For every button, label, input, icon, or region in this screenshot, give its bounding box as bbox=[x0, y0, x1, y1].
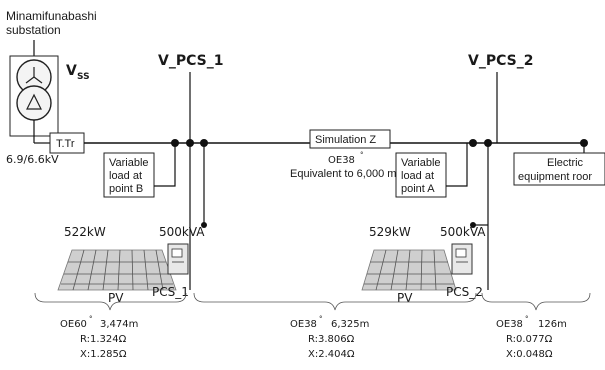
voltage-label: 6.9/6.6kV bbox=[6, 153, 59, 166]
segment-3-brace bbox=[481, 292, 591, 311]
segment-1-brace bbox=[34, 292, 187, 311]
equivalent-label: Equivalent to 6,000 m bbox=[290, 168, 396, 180]
ttr-label: T.Tr bbox=[56, 138, 75, 150]
svg-text:V: V bbox=[66, 63, 77, 79]
pv-panel-2-icon bbox=[361, 249, 457, 291]
simulation-z-box bbox=[309, 129, 391, 149]
seg-2-cable: OE38 bbox=[290, 319, 317, 330]
simulation-z-label: Simulation Z bbox=[315, 134, 376, 146]
electric-room-line2: equipment roor bbox=[518, 171, 592, 183]
pv-panel-1-icon bbox=[57, 249, 177, 291]
load-a-wire bbox=[446, 143, 468, 187]
seg-1-degree: ° bbox=[89, 315, 93, 323]
load-b-line3: point B bbox=[109, 183, 143, 195]
vss-label: V SS bbox=[66, 63, 90, 82]
pv-2-kw: 529kW bbox=[369, 225, 411, 239]
pcs-1-label: PCS_1 bbox=[152, 285, 189, 299]
seg-1-length: 3,474m bbox=[100, 319, 138, 330]
node-load-a bbox=[469, 139, 477, 147]
seg-3-cable: OE38 bbox=[496, 319, 523, 330]
v-pcs-1-label: V_PCS_1 bbox=[158, 53, 223, 69]
seg-2-length: 6,325m bbox=[331, 319, 369, 330]
substation-transformer-icon bbox=[9, 40, 59, 143]
pv-2-kva: 500kVA bbox=[440, 225, 486, 239]
pcs-1-icon bbox=[167, 243, 189, 275]
load-b-box bbox=[103, 152, 155, 198]
pcs-2-label: PCS_2 bbox=[446, 285, 483, 299]
pv-1-kw: 522kW bbox=[64, 225, 106, 239]
pv-2-label: PV bbox=[397, 291, 413, 305]
seg-2-x: X:2.404Ω bbox=[308, 349, 355, 360]
load-a-line3: point A bbox=[401, 183, 435, 195]
oe38-sim-degree: ° bbox=[360, 151, 364, 159]
seg-3-degree: ° bbox=[525, 315, 529, 323]
seg-1-x: X:1.285Ω bbox=[80, 349, 127, 360]
svg-text:SS: SS bbox=[77, 72, 90, 82]
load-a-box bbox=[395, 152, 447, 198]
pv-1-kva: 500kVA bbox=[159, 225, 205, 239]
seg-1-r: R:1.324Ω bbox=[80, 334, 127, 345]
v-pcs-2-label: V_PCS_2 bbox=[468, 53, 533, 69]
segment-2-brace bbox=[193, 292, 477, 311]
substation-label: substation bbox=[6, 23, 61, 37]
seg-3-r: R:0.077Ω bbox=[506, 334, 553, 345]
pcs-2-icon bbox=[451, 243, 473, 275]
seg-2-degree: ° bbox=[319, 315, 323, 323]
seg-2-r: R:3.806Ω bbox=[308, 334, 355, 345]
oe38-sim-label: OE38 bbox=[328, 155, 355, 166]
load-b-wire bbox=[154, 143, 176, 187]
seg-1-cable: OE60 bbox=[60, 319, 87, 330]
seg-3-length: 126m bbox=[538, 319, 567, 330]
substation-name: Minamifunabashi bbox=[6, 9, 97, 23]
load-a-line2: load at bbox=[401, 170, 434, 182]
load-b-line1: Variable bbox=[109, 157, 149, 169]
seg-3-x: X:0.048Ω bbox=[506, 349, 553, 360]
pv-1-label: PV bbox=[108, 291, 124, 305]
load-a-line1: Variable bbox=[401, 157, 441, 169]
load-b-line2: load at bbox=[109, 170, 142, 182]
electric-room-box bbox=[513, 152, 605, 186]
electric-room-line1: Electric bbox=[547, 157, 584, 169]
